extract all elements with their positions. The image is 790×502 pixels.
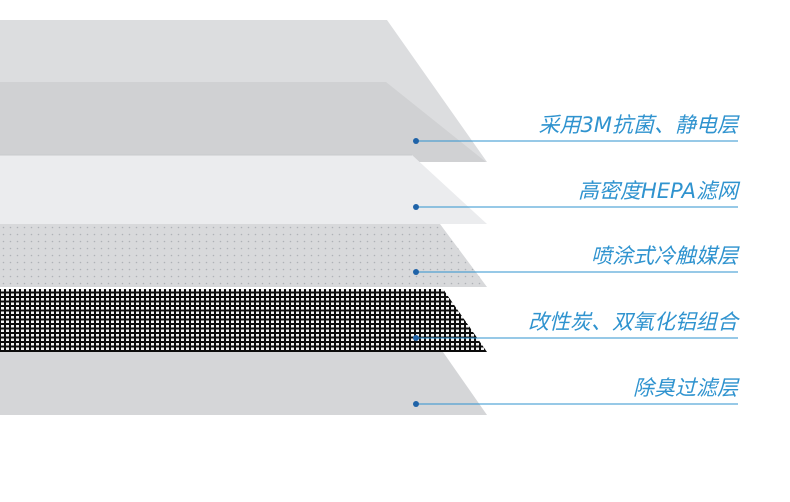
layer-sheet-catalyst-dots	[0, 224, 487, 287]
layer-sheet-carbon-mesh	[0, 289, 487, 352]
layer-label-antibacterial: 采用3M抗菌、静电层	[538, 113, 738, 137]
leader-dot-2	[413, 204, 419, 210]
layer-sheet-deodorizing	[0, 352, 487, 415]
layer-label-deodorizing: 除臭过滤层	[633, 376, 738, 400]
layer-label-carbon: 改性炭、双氧化铝组合	[528, 310, 738, 334]
leader-dot-4	[413, 335, 419, 341]
layer-sheet-antibacterial-inner	[0, 82, 486, 162]
layer-label-catalyst: 喷涂式冷触媒层	[591, 244, 738, 268]
leader-dot-5	[413, 401, 419, 407]
leader-dot-3	[413, 269, 419, 275]
layer-sheet-hepa	[0, 155, 487, 224]
leader-dot-1	[413, 138, 419, 144]
layer-label-hepa: 高密度HEPA滤网	[577, 179, 738, 203]
